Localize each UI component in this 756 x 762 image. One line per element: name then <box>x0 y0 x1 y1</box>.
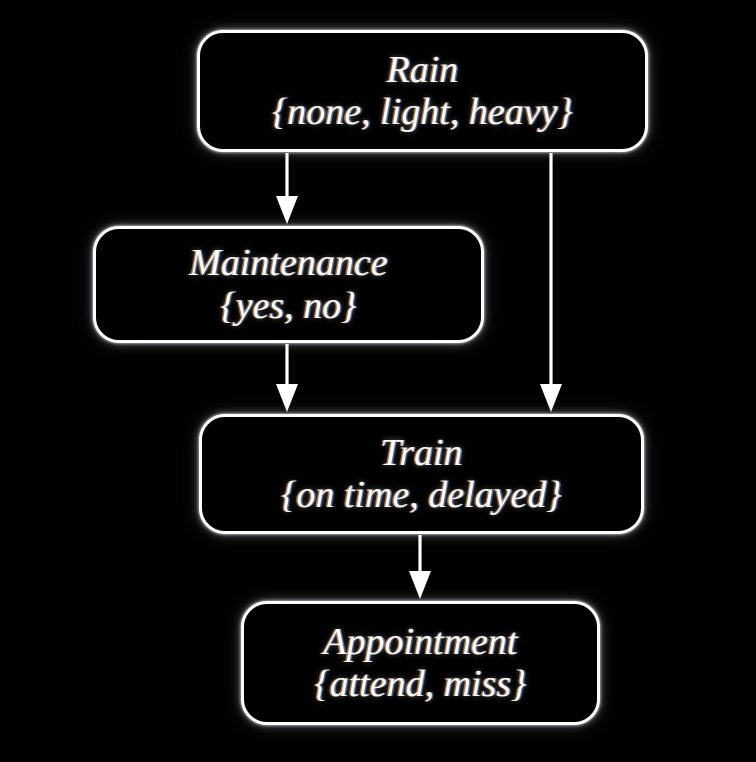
node-appointment[interactable]: Appointment {attend, miss} <box>241 601 600 725</box>
edge-maintenance-to-train <box>276 344 298 412</box>
node-appointment-title: Appointment <box>323 620 518 663</box>
node-maintenance-title: Maintenance <box>189 242 388 285</box>
node-train-title: Train <box>380 431 463 474</box>
edge-rain-to-maintenance <box>276 153 298 224</box>
node-appointment-states: {attend, miss} <box>314 663 527 705</box>
node-train-states: {on time, delayed} <box>281 474 562 516</box>
node-rain[interactable]: Rain {none, light, heavy} <box>197 30 648 152</box>
edge-rain-to-train <box>540 153 562 412</box>
edge-train-to-appointment <box>409 535 431 599</box>
node-train[interactable]: Train {on time, delayed} <box>199 414 644 534</box>
node-maintenance-states: {yes, no} <box>220 284 357 327</box>
node-rain-states: {none, light, heavy} <box>272 91 573 133</box>
node-maintenance[interactable]: Maintenance {yes, no} <box>93 226 484 343</box>
node-rain-title: Rain <box>386 48 459 91</box>
